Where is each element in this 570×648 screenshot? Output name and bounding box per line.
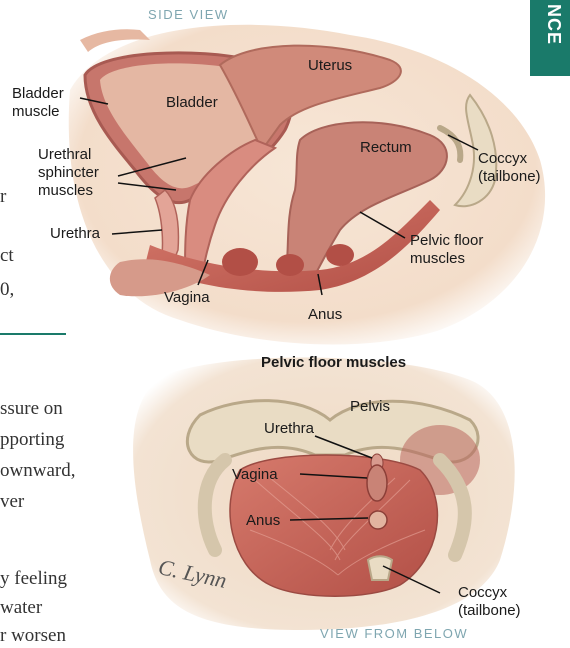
body-text-fragment-1: r: [0, 185, 6, 209]
body-text-fragment-8: y feeling: [0, 567, 67, 591]
body-text-fragment-10: r worsen: [0, 624, 66, 648]
label-pelvic-floor: Pelvic floor muscles: [410, 232, 510, 268]
vagina-opening: [367, 465, 387, 501]
body-text-fragment-7: ver: [0, 490, 24, 514]
label-bladder-muscle: Bladder muscle: [12, 85, 82, 121]
label-anus-bottom: Anus: [246, 512, 280, 530]
label-vagina-top: Vagina: [164, 289, 210, 307]
body-text-fragment-2: ct: [0, 244, 14, 268]
rule-divider: [0, 333, 66, 335]
side-view-caption: SIDE VIEW: [148, 7, 229, 22]
label-urethral-sphincter: Urethral sphincter muscles: [38, 146, 116, 200]
anus-opening: [369, 511, 387, 529]
label-vagina-bottom: Vagina: [232, 466, 278, 484]
bottom-figure-title: Pelvic floor muscles: [261, 354, 406, 372]
label-pelvis: Pelvis: [350, 398, 390, 416]
label-urethra-top: Urethra: [50, 225, 100, 243]
body-text-fragment-9: water: [0, 596, 42, 620]
label-bladder: Bladder: [166, 94, 218, 112]
label-urethra-bottom: Urethra: [264, 420, 314, 438]
body-text-fragment-4: ssure on: [0, 397, 63, 421]
body-text-fragment-5: pporting: [0, 428, 64, 452]
side-view-illustration: [69, 25, 545, 345]
body-text-fragment-3: 0,: [0, 278, 14, 302]
label-uterus: Uterus: [308, 57, 352, 75]
bottom-view-caption: VIEW FROM BELOW: [320, 626, 468, 641]
label-anus-top: Anus: [308, 306, 342, 324]
label-coccyx-bottom: Coccyx (tailbone): [458, 584, 543, 620]
label-coccyx-top: Coccyx (tailbone): [478, 150, 563, 186]
body-text-fragment-6: ownward,: [0, 459, 75, 483]
label-rectum: Rectum: [360, 139, 412, 157]
